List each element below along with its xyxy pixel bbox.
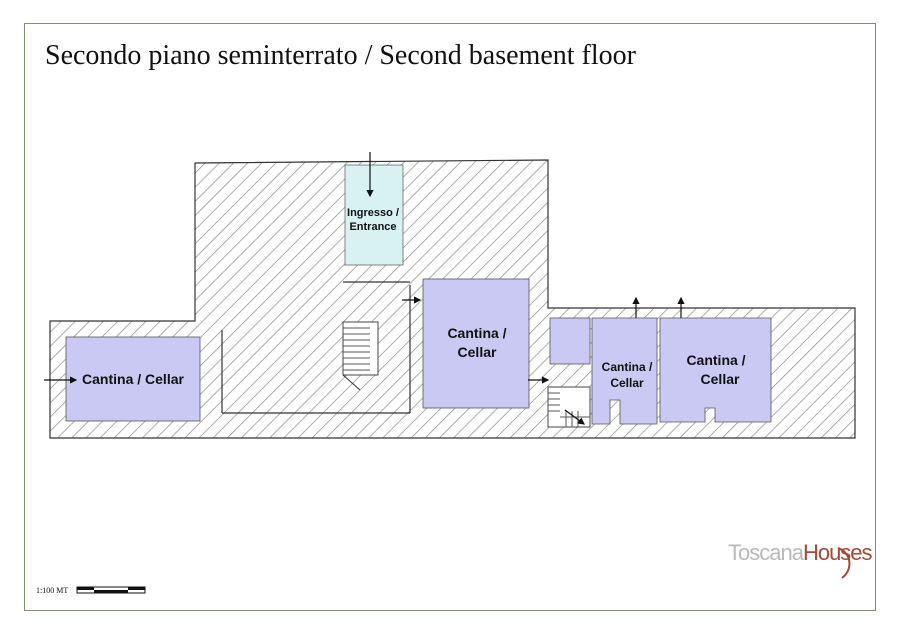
logo-swoosh-icon	[837, 547, 851, 579]
cellar-west-room	[65, 336, 201, 422]
staircase	[342, 321, 379, 391]
toscana-houses-logo: ToscanaHouses	[728, 540, 873, 566]
floor-plan-title: Secondo piano seminterrato / Second base…	[45, 40, 636, 71]
cellar-east-label-line1: Cantina /	[686, 352, 745, 368]
cellar-center-label-line2: Cellar	[458, 344, 497, 360]
entrance-room	[344, 164, 404, 266]
entrance-label-line2: Entrance	[349, 221, 396, 233]
logo-text-houses: Houses	[802, 540, 873, 565]
cellar-east-room	[659, 317, 772, 423]
cellar-west-label: Cantina / Cellar	[82, 371, 184, 387]
logo-text-toscana: Toscana	[728, 540, 804, 565]
entrance-label-line1: Ingresso /	[347, 207, 399, 219]
sheet-frame	[24, 23, 876, 611]
cellar-east-label-line2: Cellar	[701, 371, 740, 387]
scale-bar	[76, 586, 146, 594]
access-arrows	[44, 152, 685, 425]
cellar-center-label-line1: Cantina /	[447, 325, 506, 341]
cellar-small-label-line1: Cantina /	[602, 360, 653, 374]
cellar-small-room	[591, 317, 658, 425]
scale-label: 1:100 MT	[36, 586, 69, 595]
cellar-center-room	[422, 278, 530, 409]
cellar-small-label-line2: Cellar	[610, 376, 644, 390]
interior-walls	[221, 281, 411, 414]
